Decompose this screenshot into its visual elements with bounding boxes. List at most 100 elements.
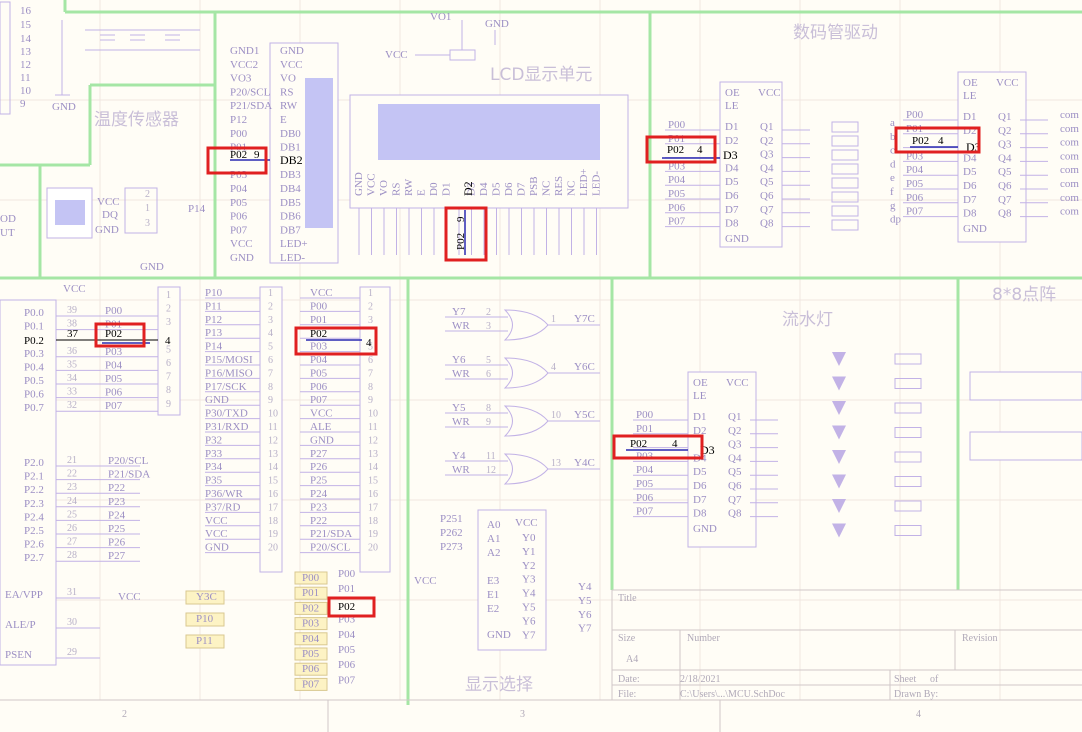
highlight-bottom-port[interactable]: P02: [327, 596, 376, 618]
nand-gate: [503, 405, 549, 437]
latch-d-pin: D1: [693, 411, 706, 423]
temp-sensor[interactable]: VCC DQ GND 2 1 3 P14 GND OD UT: [0, 187, 206, 273]
pin-name: DB2: [280, 153, 303, 167]
lcd-pin-name: DB1: [280, 142, 301, 154]
decoder-output: Y1: [522, 546, 535, 558]
highlight-mcu-p02[interactable]: P0.2 37 P02 4: [24, 322, 171, 348]
latch-d-pin: D4: [963, 152, 977, 164]
latch-d-pin: D8: [693, 508, 707, 520]
nand-in-num: 2: [486, 307, 491, 318]
highlight-header-b[interactable]: P02 4: [294, 326, 378, 356]
latch-q-pin: Q8: [728, 508, 742, 520]
header-b-left: P32: [205, 434, 222, 446]
mcu-p2-net: P25: [108, 523, 126, 535]
nand-wr: WR: [452, 320, 470, 332]
highlight-flow[interactable]: P02 4 D3: [612, 434, 715, 460]
highlight-lcd-d2[interactable]: P02 9 D2: [444, 181, 488, 262]
seg-net: d: [890, 158, 896, 170]
latch-q-pin: Q7: [760, 204, 774, 216]
lcd-net-label: VO3: [230, 73, 252, 85]
highlight-box: [645, 135, 717, 164]
mcu-pin: P0.1: [24, 321, 44, 333]
lcd-pin-name: RW: [280, 100, 298, 112]
highlight-box: [612, 434, 704, 460]
pin-num: 4: [672, 438, 678, 450]
highlight-seg-2[interactable]: P02 4 D3: [894, 126, 981, 154]
header-b-right: VCC: [310, 287, 333, 299]
header-b-num: 19: [368, 529, 378, 540]
nand-out: Y4C: [574, 457, 595, 469]
lcd-bottom-pin: NC: [566, 181, 578, 196]
header-b-right: P01: [310, 314, 327, 326]
decoder-gnd: GND: [487, 629, 511, 641]
header-b-num: 19: [268, 529, 278, 540]
ruler-mark: 2: [122, 709, 127, 720]
latch-net: P01: [636, 423, 653, 435]
svg-text:2: 2: [145, 189, 150, 200]
header-a-num: 3: [166, 317, 171, 328]
small-port-label: P10: [196, 613, 214, 625]
temp-pin: VCC: [97, 196, 120, 208]
decoder-vcc: VCC: [515, 517, 538, 529]
latch-d-pin: D6: [725, 190, 739, 202]
lcd-pin-name: RS: [280, 86, 293, 98]
highlight-box: [327, 596, 376, 618]
mcu-p2-num: 28: [67, 550, 77, 561]
mcu-p2-pin: P2.4: [24, 511, 44, 523]
port-net: P01: [338, 583, 355, 595]
latch-net: P07: [668, 216, 686, 228]
mcu-ctrl-num: 31: [67, 587, 77, 598]
mcu-net: P03: [105, 346, 123, 358]
resistor: [894, 476, 922, 487]
decoder-y: Y5: [578, 595, 592, 607]
decoder-output: Y4: [522, 588, 536, 600]
decoder-chip[interactable]: A0A1A2E3E1E2Y0Y1Y2Y3Y4Y5Y6Y7P251P262P273…: [414, 509, 592, 651]
nand-out-num: 10: [551, 410, 561, 421]
header-a-num: 1: [166, 290, 171, 301]
led-icon: [832, 376, 846, 391]
mcu-pin-num: 34: [67, 373, 77, 384]
mcu-pin-num: 39: [67, 305, 77, 316]
header-b-num: 11: [368, 422, 378, 433]
nand-out: Y6C: [574, 361, 595, 373]
mcu-p2-pin: P2.0: [24, 457, 44, 469]
lcd-bottom-pin: VCC: [366, 173, 378, 196]
header-a-num: 5: [166, 344, 171, 355]
resistor: [894, 353, 922, 365]
header-b-right: P21/SDA: [310, 528, 352, 540]
lcd-pin-name: DB4: [280, 183, 301, 195]
lcd-bottom-pin: RES: [553, 176, 565, 196]
highlight-seg-1[interactable]: P02 4 D3: [645, 135, 738, 164]
header-b-num: 5: [268, 342, 273, 353]
lcd-connector[interactable]: GNDGND1VCCVCC2VOVO3RSP20/SCLRWP21/SDAEP1…: [230, 42, 339, 264]
tb-of: of: [930, 674, 939, 685]
header-b-num: 12: [368, 435, 378, 446]
matrix-connectors[interactable]: [969, 371, 1082, 461]
pin-num: 4: [165, 335, 171, 347]
latch-net: P04: [636, 464, 654, 476]
latch-q-pin: Q4: [728, 452, 742, 464]
section-title-lcd: LCD显示单元: [490, 65, 592, 85]
mcu-p2-net: P27: [108, 550, 126, 562]
pin-num: 4: [366, 337, 372, 349]
net-label: P02: [105, 328, 122, 340]
vcc-label: VCC: [385, 49, 408, 61]
header-b-left: P10: [205, 287, 223, 299]
header-b-left: P13: [205, 327, 223, 339]
seg-net: c: [890, 145, 895, 157]
decoder-output: Y7: [522, 629, 536, 641]
latch-q-pin: Q6: [760, 190, 774, 202]
decoder-net: P273: [440, 541, 463, 553]
mcu-p2-net: P23: [108, 496, 126, 508]
mcu-pin-num: 36: [67, 346, 77, 357]
highlight-lcd-db2[interactable]: P02 9 DB2: [206, 146, 303, 175]
port-shape: [294, 647, 328, 661]
